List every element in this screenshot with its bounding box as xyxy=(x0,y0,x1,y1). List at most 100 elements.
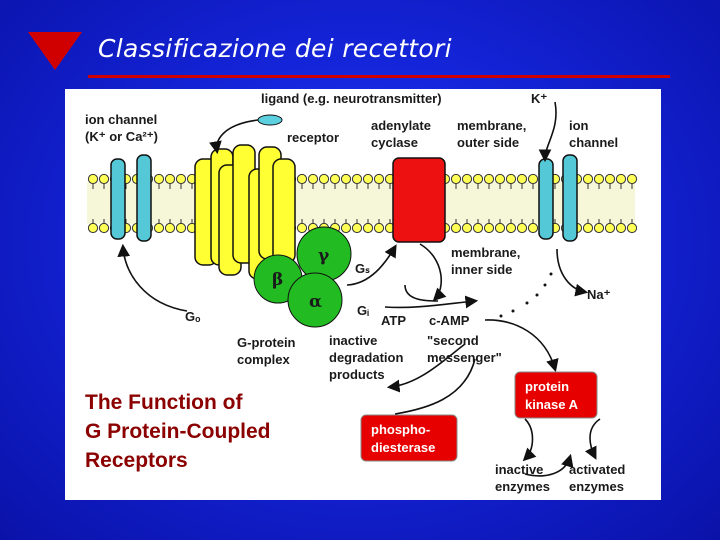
lipid-head xyxy=(329,173,341,185)
lipid-head xyxy=(98,222,110,234)
lipid-head xyxy=(516,222,528,234)
diagram-panel: γ β α ligand (e.g. neurotransmitter) K⁺ … xyxy=(65,89,661,500)
activated-enzymes-label-2: enzymes xyxy=(569,479,624,494)
lipid-head xyxy=(582,222,594,234)
lipid-head xyxy=(582,173,594,185)
lipid-head xyxy=(527,222,539,234)
ligand-icon xyxy=(257,114,283,126)
left-ion-channel xyxy=(110,154,152,242)
lipid-head xyxy=(351,173,363,185)
function-heading-2: G Protein-Coupled xyxy=(85,420,271,443)
lipid-head xyxy=(340,222,352,234)
pka-label-2: kinase A xyxy=(525,397,579,412)
lipid-head xyxy=(164,222,176,234)
k-plus-top-label: K⁺ xyxy=(531,91,547,106)
adenylate-cyclase-protein xyxy=(392,157,446,243)
inactive-label: inactive xyxy=(329,333,377,348)
pde-label-1: phospho- xyxy=(371,422,430,437)
go-label: Gₒ xyxy=(185,309,201,324)
lipid-head xyxy=(494,173,506,185)
ligand-label: ligand (e.g. neurotransmitter) xyxy=(261,91,442,106)
lipid-head xyxy=(307,173,319,185)
ion-right-label: ion xyxy=(569,118,589,133)
lipid-head xyxy=(373,173,385,185)
membrane-outer-label: membrane, xyxy=(457,118,526,133)
membrane-inner-label: membrane, xyxy=(451,245,520,260)
beta-subunit-label: β xyxy=(272,270,283,290)
lipid-head xyxy=(472,173,484,185)
lipid-head xyxy=(505,222,517,234)
lipid-head xyxy=(362,222,374,234)
complex-label: complex xyxy=(237,352,291,367)
second-label: "second xyxy=(427,333,479,348)
protein-kinase-a-box xyxy=(514,371,598,419)
lipid-head xyxy=(483,222,495,234)
lipid-head xyxy=(340,173,352,185)
lipid-head xyxy=(604,222,616,234)
lipid-head xyxy=(461,173,473,185)
lipid-head xyxy=(626,173,638,185)
lipid-head xyxy=(296,173,308,185)
ion-flow-dots xyxy=(499,272,553,318)
lipid-head xyxy=(296,222,308,234)
function-heading-3: Receptors xyxy=(85,449,188,472)
lipid-head xyxy=(505,173,517,185)
lipid-head xyxy=(450,173,462,185)
right-ion-channel xyxy=(538,154,578,242)
lipid-head xyxy=(175,173,187,185)
lipid-head xyxy=(483,173,495,185)
receptor-label: receptor xyxy=(287,130,339,145)
lipid-head xyxy=(604,173,616,185)
lipid-head xyxy=(153,222,165,234)
lipid-head xyxy=(153,173,165,185)
inactive-enzymes-label: inactive xyxy=(495,462,543,477)
channel-right-label: channel xyxy=(569,135,618,150)
g-protein-label: G-protein xyxy=(237,335,296,350)
messenger-label: messenger" xyxy=(427,350,502,365)
pka-label-1: protein xyxy=(525,379,569,394)
lipid-head xyxy=(98,173,110,185)
gs-label: Gₛ xyxy=(355,261,370,276)
gamma-subunit-label: γ xyxy=(318,246,330,266)
lipid-head xyxy=(527,173,539,185)
ion-channel-left-label: ion channel xyxy=(85,112,157,127)
lipid-head xyxy=(626,222,638,234)
pde-label-2: diesterase xyxy=(371,440,435,455)
lipid-head xyxy=(494,222,506,234)
g-protein-complex xyxy=(253,226,352,328)
outer-side-label: outer side xyxy=(457,135,519,150)
alpha-subunit-label: α xyxy=(309,292,322,312)
lipid-head xyxy=(175,222,187,234)
pathway-arrows xyxy=(117,101,601,477)
lipid-head xyxy=(87,173,99,185)
lipid-head xyxy=(450,222,462,234)
lipid-head xyxy=(373,222,385,234)
lipid-head xyxy=(516,173,528,185)
gi-label: Gᵢ xyxy=(357,303,369,318)
lipid-head xyxy=(593,173,605,185)
degradation-label: degradation xyxy=(329,350,403,365)
camp-label: c-AMP xyxy=(429,313,470,328)
red-triangle-bullet-icon xyxy=(28,32,82,70)
lipid-head xyxy=(461,222,473,234)
phosphodiesterase-box xyxy=(360,414,458,462)
lipid-head xyxy=(593,222,605,234)
inactive-enzymes-label-2: enzymes xyxy=(495,479,550,494)
gpcr-diagram: γ β α ligand (e.g. neurotransmitter) K⁺ … xyxy=(85,91,638,494)
lipid-head xyxy=(318,173,330,185)
lipid-head xyxy=(472,222,484,234)
atp-label: ATP xyxy=(381,313,406,328)
cyclase-label: cyclase xyxy=(371,135,418,150)
lipid-bilayer xyxy=(87,173,638,234)
lipid-head xyxy=(615,173,627,185)
adenylate-label: adenylate xyxy=(371,118,431,133)
lipid-head xyxy=(351,222,363,234)
na-plus-label: Na⁺ xyxy=(587,287,611,302)
lipid-head xyxy=(615,222,627,234)
inner-side-label: inner side xyxy=(451,262,512,277)
ion-channel-left-ions: (K⁺ or Ca²⁺) xyxy=(85,129,158,144)
function-heading-1: The Function of xyxy=(85,391,243,414)
lipid-head xyxy=(87,222,99,234)
products-label: products xyxy=(329,367,385,382)
slide-title: Classificazione dei recettori xyxy=(98,34,452,63)
